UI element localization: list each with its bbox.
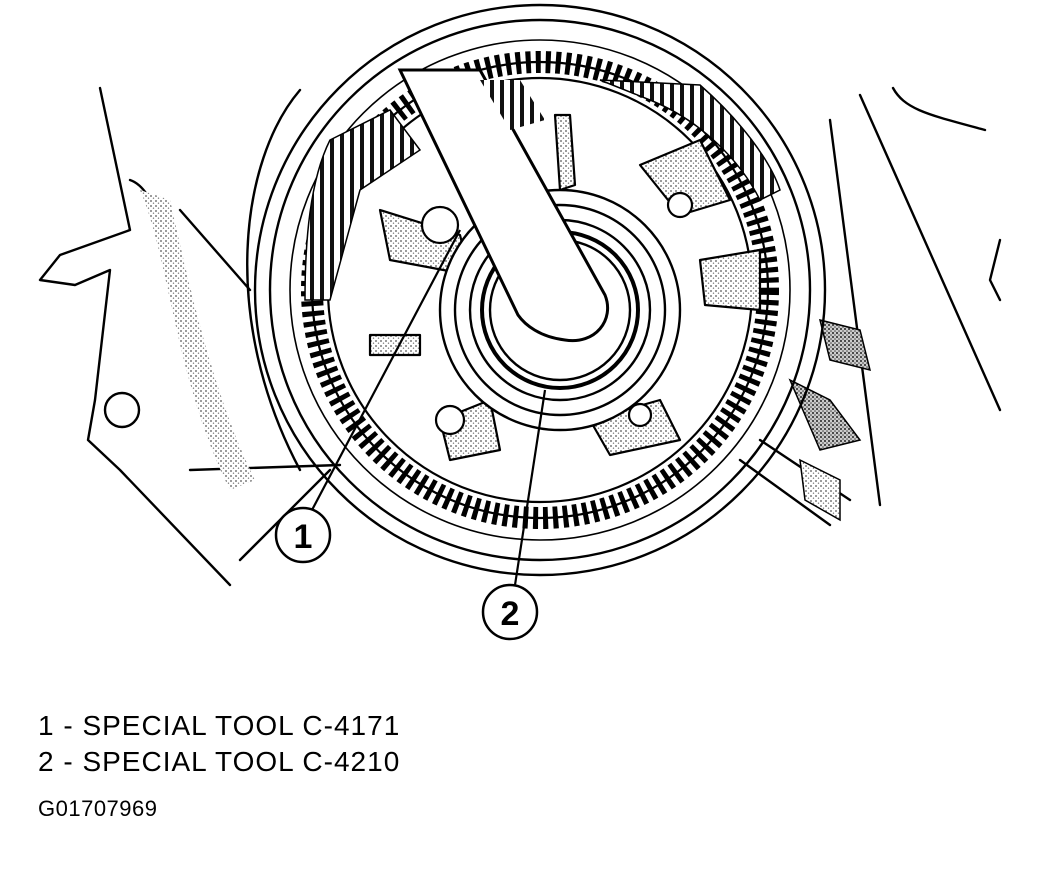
legend-item-1: 1 - SPECIAL TOOL C-4171 [38, 710, 401, 741]
callout-1: 1 [274, 506, 332, 564]
callout-2: 2 [481, 583, 539, 641]
right-shading-3 [799, 458, 841, 522]
special-tool-c-4171-shaft [397, 68, 610, 343]
housing-rings [253, 3, 827, 577]
right-shading-1 [788, 378, 862, 451]
right-shading-2 [818, 318, 872, 372]
transmission-illustration: 1 2 [38, 3, 1002, 641]
legend: 1 - SPECIAL TOOL C-4171 2 - SPECIAL TOOL… [38, 708, 400, 780]
case-right-side [738, 86, 1002, 527]
callout-1-label: 1 [294, 518, 313, 556]
callout-2-label: 2 [501, 595, 520, 633]
ring-gear-teeth-dense [599, 79, 781, 202]
ring-gear-teeth-left [304, 109, 422, 301]
callout-leaders [311, 229, 547, 586]
case-shading [140, 190, 255, 490]
figure-id: G01707969 [38, 796, 158, 821]
legend-item-2: 2 - SPECIAL TOOL C-4210 [38, 746, 401, 777]
case-bolt-hole [103, 391, 141, 429]
